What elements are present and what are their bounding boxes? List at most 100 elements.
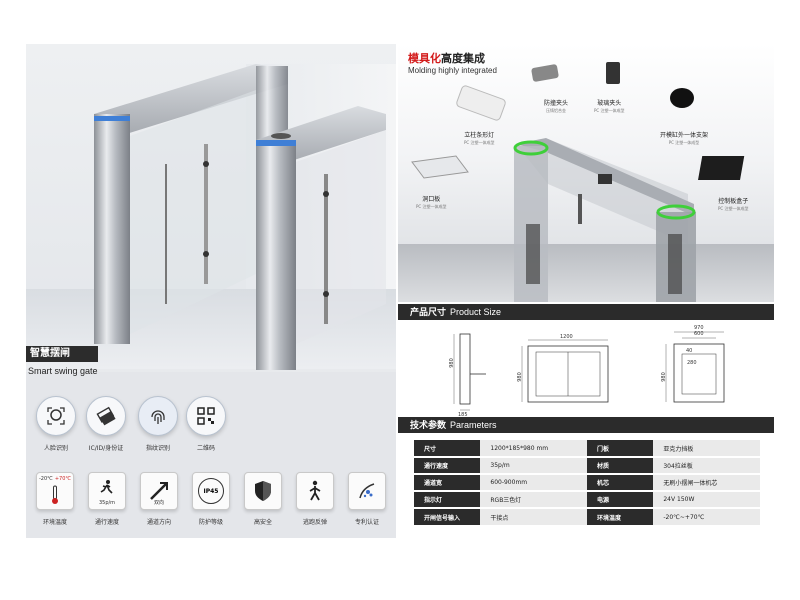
- hero-floor: [398, 244, 774, 302]
- parameters-table: 尺寸 1200*185*980 mm 门板 亚克力挡板 通行速度 35p/m 材…: [414, 440, 760, 525]
- temp-min: -20℃: [39, 476, 53, 482]
- gate-cutaway-illustration: [411, 62, 745, 302]
- part-name: 开模缸外一体支架: [660, 132, 709, 139]
- part-sub: PC 注塑一体成型: [416, 204, 447, 209]
- modular-title: 模具化高度集成: [408, 50, 485, 66]
- dim-top-d4: 280: [687, 360, 697, 366]
- part-label: 防撞夹头压铸铝合金: [544, 98, 568, 114]
- part-name: 控制板盒子: [718, 198, 749, 205]
- direction-value: 双向: [153, 500, 164, 506]
- spec-label: 高安全: [253, 519, 272, 526]
- param-key: 电源: [586, 490, 654, 508]
- shield-icon: [244, 472, 282, 510]
- spec-label: 环境温度: [42, 519, 67, 526]
- part-sub: PC 注塑一体成型: [594, 108, 625, 113]
- dim-top-d2: 600: [694, 331, 704, 337]
- table-row: 开闸信号输入 干接点 环境温度 -20℃~+70℃: [414, 507, 760, 525]
- ip-value: IP45: [198, 478, 224, 504]
- product-title-en: Smart swing gate: [28, 366, 98, 376]
- param-key: 指示灯: [414, 490, 481, 508]
- param-key: 门板: [586, 440, 654, 457]
- param-value: 1200*185*980 mm: [480, 440, 587, 457]
- dim-side-depth: 185: [458, 412, 468, 418]
- temperature-icon: -20℃ +70℃: [36, 472, 74, 510]
- spec-direction: 双向 通道方向: [136, 472, 182, 526]
- dim-top-d3: 40: [686, 348, 693, 354]
- dim-top-d1: 970: [694, 325, 704, 331]
- feature-face: 人脸识别: [34, 396, 78, 452]
- feature-label: IC/ID/身份证: [88, 445, 124, 452]
- spec-speed: 35p/m 通行速度: [84, 472, 130, 526]
- fingerprint-icon: [138, 396, 178, 436]
- recognition-features: 人脸识别 IC/ID/身份证 指纹识别 二维码: [34, 396, 234, 476]
- spec-temperature: -20℃ +70℃ 环境温度: [32, 472, 78, 526]
- part-name: 立柱条形灯: [464, 132, 495, 139]
- size-title-cn: 产品尺寸: [410, 308, 447, 318]
- part-sub: 压铸铝合金: [546, 108, 566, 113]
- param-value: 35p/m: [480, 456, 587, 474]
- feature-label: 人脸识别: [43, 445, 68, 452]
- face-recognition-icon: [36, 396, 76, 436]
- param-value: -20℃~+70℃: [653, 507, 760, 525]
- spec-security: 高安全: [240, 472, 286, 526]
- patent-icon: [348, 472, 386, 510]
- spec-antitailgate: 逃跑反弹: [292, 472, 338, 526]
- param-key: 开闸信号输入: [414, 507, 481, 525]
- dim-side-height: 980: [448, 358, 455, 368]
- spec-patent: 专利认证: [344, 472, 390, 526]
- spec-label: 通道方向: [146, 519, 171, 526]
- walking-speed-icon: 35p/m: [88, 472, 126, 510]
- part-sub: PC 注塑一体成型: [718, 206, 749, 211]
- param-title-cn: 技术参数: [410, 421, 447, 431]
- feature-fingerprint: 指纹识别: [136, 396, 180, 452]
- modular-subtitle: Molding highly integrated: [408, 66, 497, 75]
- part-sub: PC 注塑一体成型: [668, 140, 700, 145]
- dimension-drawings: [453, 331, 725, 411]
- param-title-en: Parameters: [450, 420, 497, 430]
- left-panel: 智慧摆闸 Smart swing gate 人脸识别 IC/ID/身份证 指纹识…: [26, 44, 396, 538]
- param-value: 无刷小摆闸一体机芯: [653, 473, 760, 491]
- speed-value: 35p/m: [98, 500, 116, 506]
- product-title-cn: 智慧摆闸: [26, 346, 98, 362]
- right-panel: 模具化高度集成 Molding highly integrated 防撞夹头压铸…: [398, 44, 774, 538]
- modular-section: 模具化高度集成 Molding highly integrated 防撞夹头压铸…: [398, 44, 774, 302]
- dim-front-width: 1200: [560, 334, 573, 340]
- table-row: 指示灯 RGB三色灯 电源 24V 150W: [414, 490, 760, 508]
- dim-front-height: 980: [516, 372, 523, 382]
- feature-label: 二维码: [196, 445, 215, 452]
- param-value: 干接点: [480, 507, 587, 525]
- anti-tailgate-icon: [296, 472, 334, 510]
- param-value: RGB三色灯: [480, 490, 587, 508]
- part-name: 玻璃夹头: [597, 100, 622, 107]
- param-key: 机芯: [586, 473, 654, 491]
- feature-label: 指纹识别: [145, 445, 170, 452]
- temp-max: +70℃: [54, 476, 71, 482]
- part-name: 洞口板: [422, 196, 441, 203]
- spec-label: 专利认证: [354, 519, 379, 526]
- qr-code-icon: [186, 396, 226, 436]
- spec-label: 逃跑反弹: [302, 519, 327, 526]
- direction-icon: 双向: [140, 472, 178, 510]
- spec-ip: IP45 防护等级: [188, 472, 234, 526]
- param-value: 304拉丝板: [653, 456, 760, 474]
- card-icon: [86, 396, 126, 436]
- param-key: 通行速度: [414, 456, 481, 474]
- param-value: 600-900mm: [480, 473, 587, 491]
- param-key: 通道宽: [414, 473, 481, 491]
- param-key: 尺寸: [414, 440, 481, 457]
- param-key: 材质: [586, 456, 654, 474]
- modular-title-red: 模具化: [408, 52, 441, 65]
- feature-qr: 二维码: [184, 396, 228, 452]
- spec-features: -20℃ +70℃ 环境温度 35p/m 通行速度 双向 通道方向 IP45: [32, 472, 392, 538]
- param-value: 亚克力挡板: [653, 440, 760, 457]
- swing-gate-illustration: [94, 64, 386, 370]
- ip45-icon: IP45: [192, 472, 230, 510]
- param-value: 24V 150W: [653, 490, 760, 508]
- param-key: 环境温度: [586, 507, 654, 525]
- part-name: 防撞夹头: [544, 100, 569, 107]
